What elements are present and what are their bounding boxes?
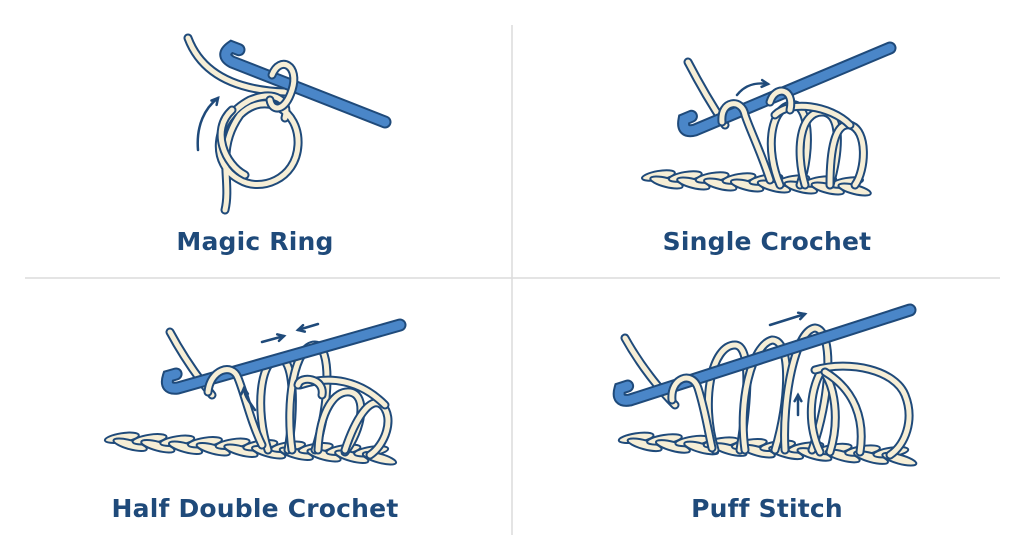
- panel-title-half-double-crochet: Half Double Crochet: [111, 494, 399, 523]
- chain-stitch: [112, 437, 148, 452]
- chain-stitch: [649, 175, 684, 190]
- crochet-hook: [679, 43, 895, 136]
- panel-title-magic-ring: Magic Ring: [176, 227, 334, 256]
- arrow-head-icon: [796, 311, 808, 321]
- yarn-strand: [267, 61, 297, 111]
- arrow-head-icon: [760, 78, 771, 89]
- crochet-hook: [221, 41, 390, 127]
- yarn-strand: [812, 363, 912, 458]
- yarn-strand: [185, 35, 288, 95]
- yarn-strand: [719, 101, 773, 183]
- yarn-strand: [822, 369, 864, 455]
- yarn-strand: [782, 325, 831, 453]
- direction-arrow: [260, 334, 286, 344]
- chain-stitch: [167, 440, 204, 455]
- chain-stitch: [654, 439, 691, 454]
- single-crochet-illustration: [641, 41, 897, 197]
- chain-stitch: [195, 442, 231, 457]
- arrow-head-icon: [239, 385, 250, 396]
- arrow-head-icon: [295, 323, 307, 333]
- chain-stitch: [223, 443, 259, 458]
- chain-stitch: [729, 178, 765, 193]
- chain-stitch: [626, 437, 663, 453]
- yarn-strand: [669, 375, 715, 451]
- yarn-strand: [218, 107, 248, 178]
- direction-arrow: [196, 96, 220, 152]
- chain-stitch: [676, 176, 711, 191]
- arrow-head-icon: [793, 392, 803, 403]
- half-double-crochet-illustration: [103, 318, 407, 466]
- magic-ring-illustration: [183, 33, 392, 215]
- panel-title-single-crochet: Single Crochet: [662, 227, 872, 256]
- yarn-strand: [767, 88, 794, 113]
- direction-arrow: [296, 322, 320, 332]
- arrow-head-icon: [210, 96, 220, 107]
- crochet-hook: [162, 320, 405, 393]
- puff-stitch-illustration: [612, 303, 918, 467]
- yarn-strand: [295, 376, 325, 398]
- panel-title-puff-stitch: Puff Stitch: [691, 494, 843, 523]
- yarn-strand: [772, 103, 853, 128]
- direction-arrow: [735, 82, 770, 97]
- chain-stitch: [140, 439, 176, 454]
- yarn-strand: [216, 93, 301, 213]
- direction-arrow: [768, 312, 807, 327]
- yarn-strand: [205, 367, 265, 448]
- chain-stitch: [703, 177, 738, 192]
- arrow-head-icon: [275, 333, 287, 343]
- crochet-hook: [614, 305, 915, 405]
